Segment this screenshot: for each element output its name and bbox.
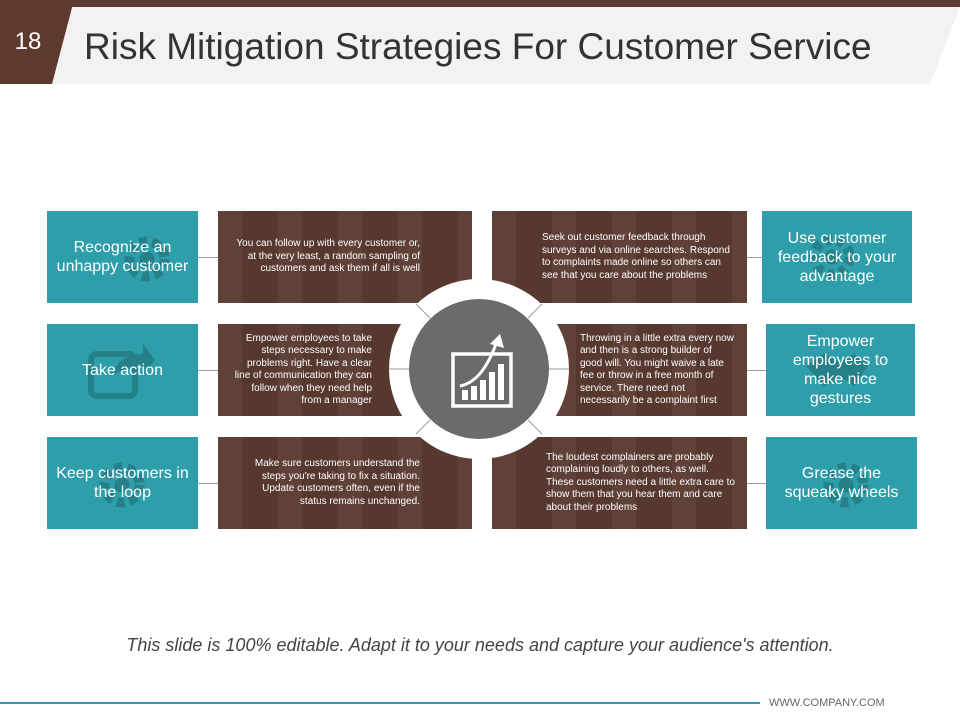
strategy-feedback-detail: Seek out customer feedback through surve… — [492, 211, 747, 303]
growth-chart-icon — [451, 334, 513, 408]
connector-line — [747, 483, 766, 484]
strategy-gestures-text: Throwing in a little extra every now and… — [580, 332, 734, 407]
center-hub — [409, 299, 549, 439]
share-arrow-icon — [88, 344, 155, 399]
gear-icon — [124, 236, 170, 282]
strategy-take-action-box: Take action — [47, 324, 198, 416]
strategy-gestures-box: Empower employees to make nice gestures — [766, 324, 915, 416]
strategy-feedback-box: Use customer feedback to your advantage — [762, 211, 912, 303]
strategy-recognize-text: You can follow up with every customer or… — [236, 238, 420, 275]
strategy-take-action-text: Empower employees to take steps necessar… — [234, 332, 372, 407]
strategy-take-action-label: Take action — [82, 361, 163, 379]
strategy-feedback-text: Seek out customer feedback through surve… — [542, 232, 730, 281]
footer-url: WWW.COMPANY.COM — [769, 697, 885, 709]
strategy-keep-loop-detail: Make sure customers understand the steps… — [218, 437, 472, 529]
slide-number: 18 — [14, 28, 42, 55]
top-accent-bar — [0, 0, 960, 7]
strategy-recognize-label: Recognize an unhappy customer — [56, 239, 189, 275]
slide-title: Risk Mitigation Strategies For Customer … — [84, 26, 872, 67]
strategy-squeaky-box: Grease the squeaky wheels — [766, 437, 917, 529]
strategy-squeaky-detail: The loudest complainers are probably com… — [492, 437, 747, 529]
strategy-squeaky-label: Grease the squeaky wheels — [784, 465, 899, 501]
strategy-gestures-label: Empower employees to make nice gestures — [792, 333, 889, 407]
strategy-feedback-label: Use customer feedback to your advantage — [777, 229, 897, 285]
connector-line — [747, 257, 762, 258]
connector-line — [198, 257, 218, 258]
strategy-keep-loop-text: Make sure customers understand the steps… — [254, 458, 420, 507]
handshake-icon — [806, 354, 868, 386]
footer-note: This slide is 100% editable. Adapt it to… — [126, 635, 834, 655]
title-band — [50, 7, 960, 84]
connector-line — [198, 370, 218, 371]
strategy-squeaky-text: The loudest complainers are probably com… — [546, 451, 735, 513]
strategy-recognize-detail: You can follow up with every customer or… — [218, 211, 472, 303]
connector-line — [747, 370, 766, 371]
strategy-keep-loop-box: Keep customers in the loop — [47, 437, 198, 529]
strategy-keep-loop-label: Keep customers in the loop — [56, 465, 189, 501]
connector-line — [198, 483, 218, 484]
gear-icon — [99, 462, 145, 508]
gear-icon — [823, 462, 869, 508]
gear-icon — [809, 234, 855, 280]
footer-divider — [0, 702, 760, 704]
strategy-recognize-box: Recognize an unhappy customer — [47, 211, 198, 303]
